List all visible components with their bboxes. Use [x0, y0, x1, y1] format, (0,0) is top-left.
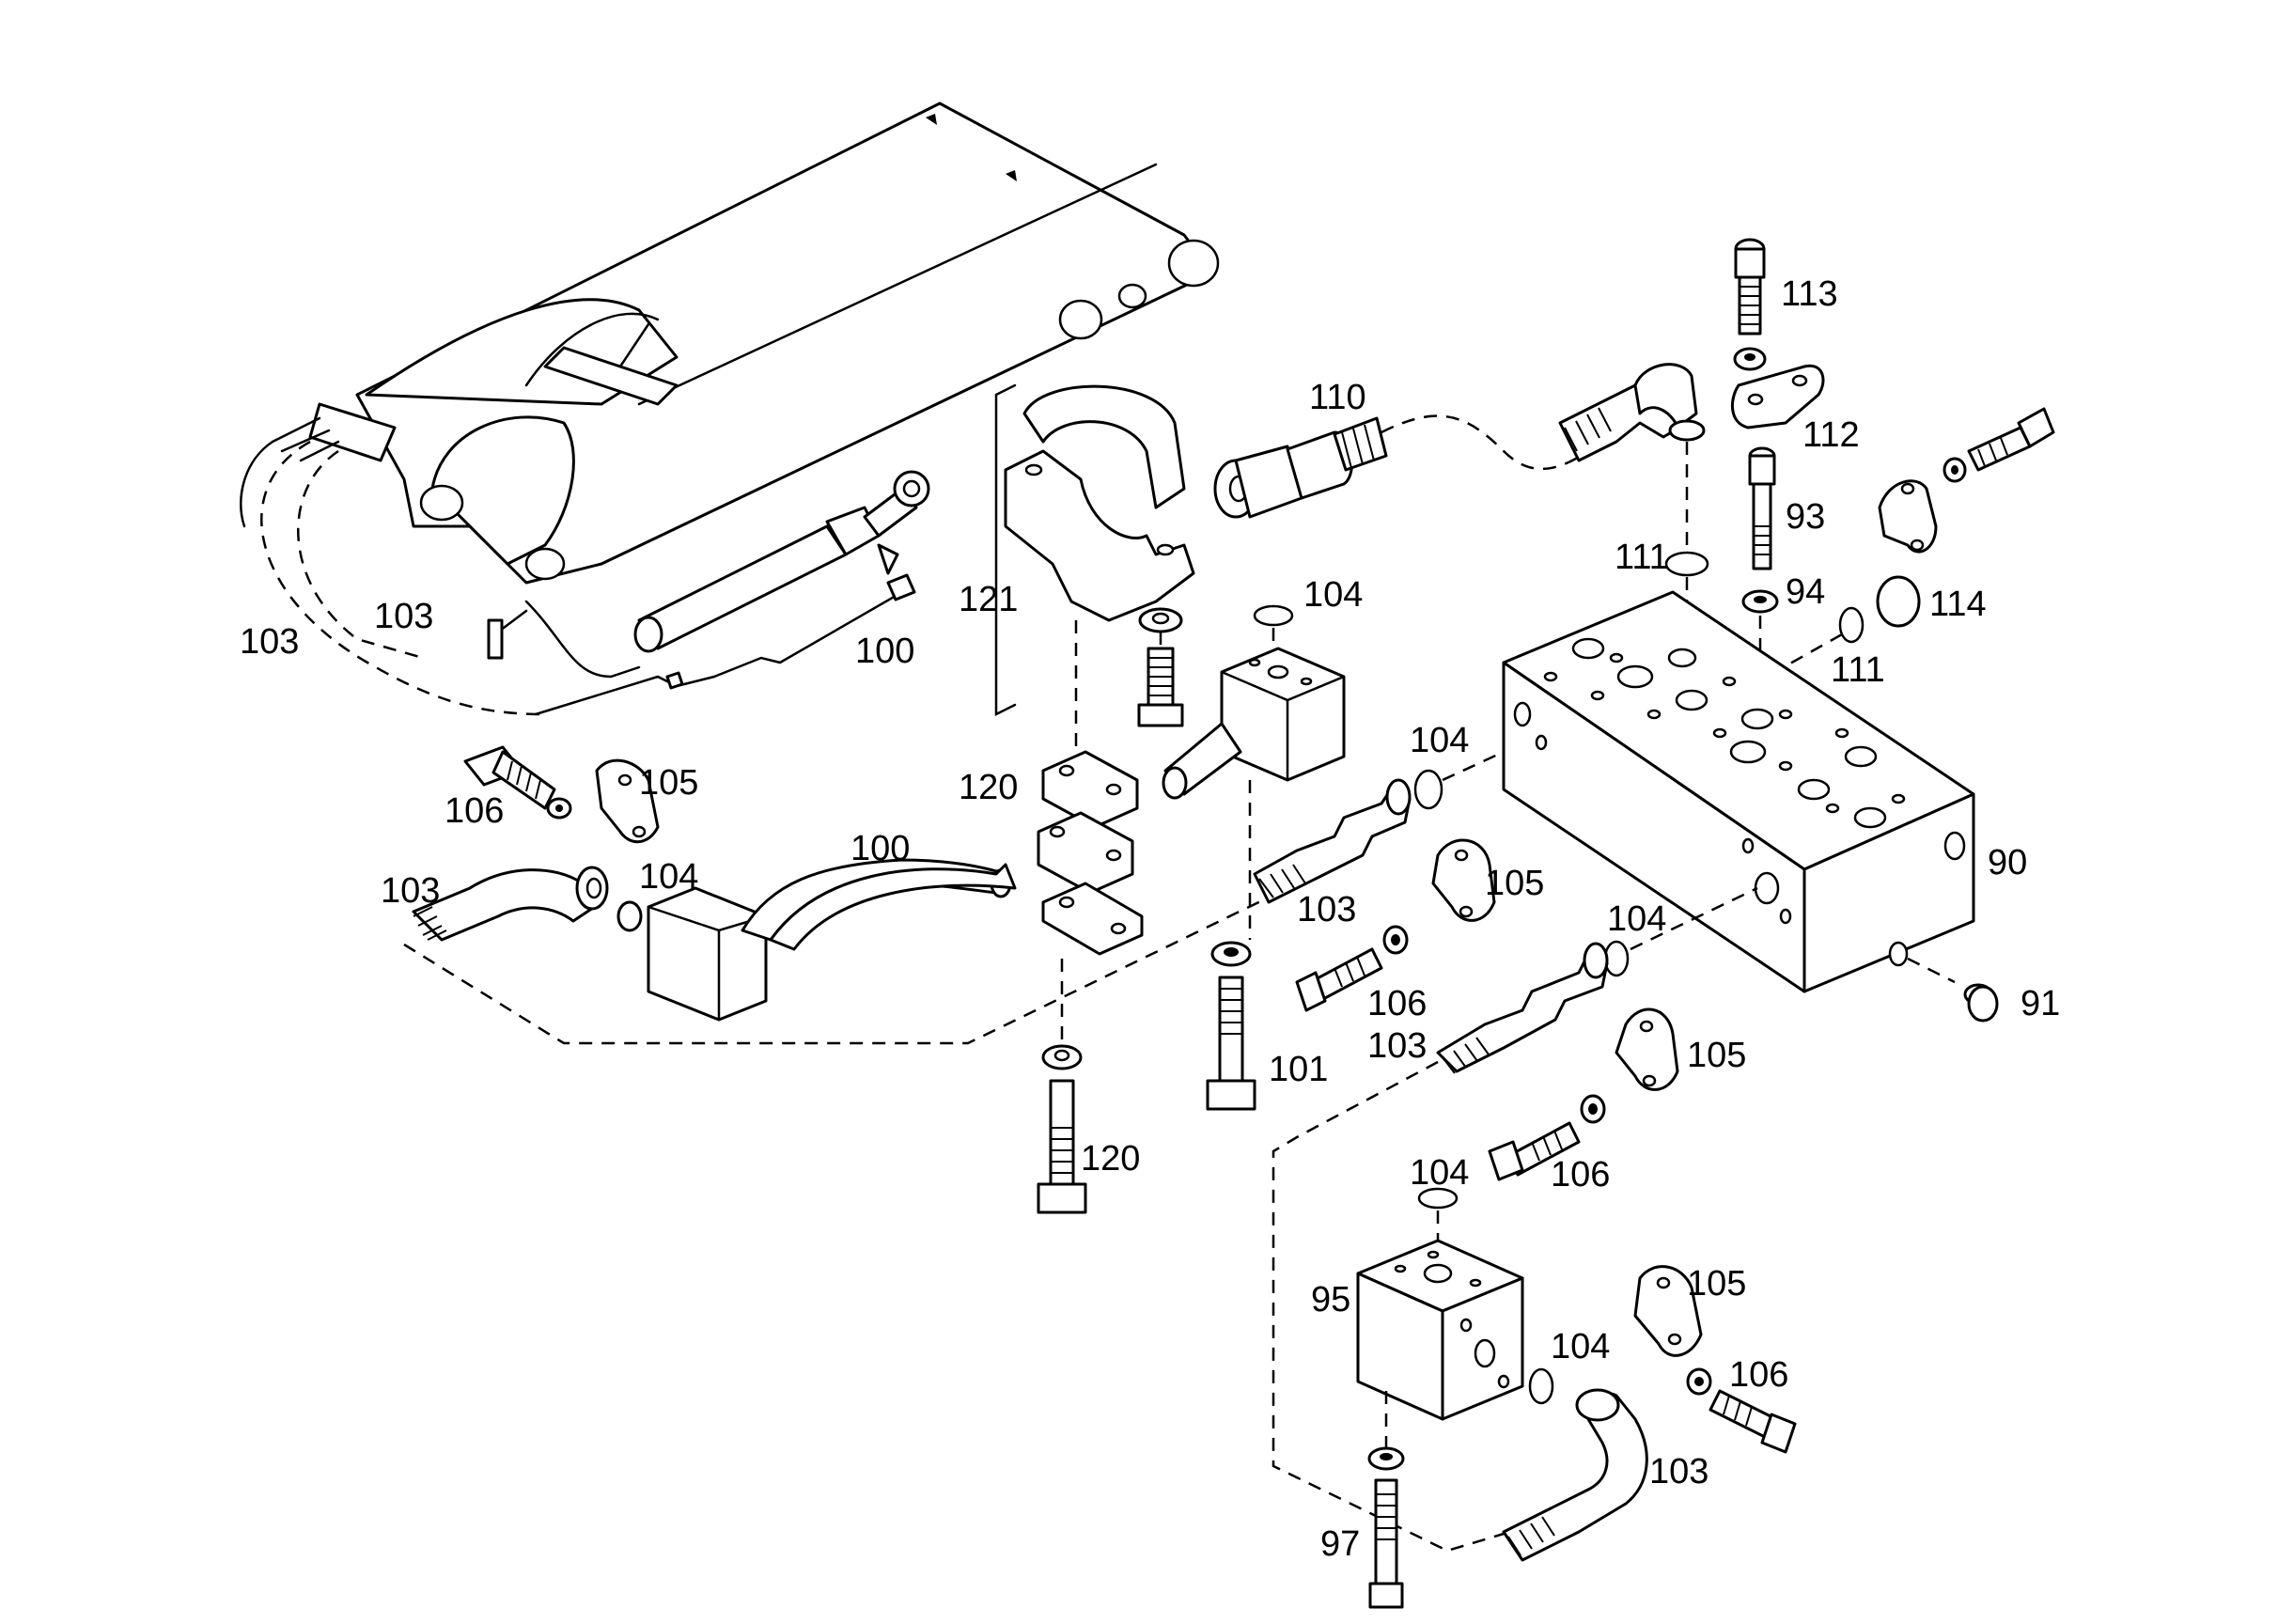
label-100-a: 100 — [855, 632, 914, 671]
label-104-d: 104 — [1607, 899, 1666, 939]
flange-clamp-105-right — [1615, 1007, 1679, 1091]
label-94: 94 — [1786, 572, 1825, 612]
bolt-113 — [1733, 238, 1767, 371]
flange-clamp-105-bottom — [1633, 1265, 1703, 1357]
label-103-f: 103 — [1649, 1452, 1708, 1491]
o-ring-104-f — [1528, 1367, 1554, 1405]
label-105-d: 105 — [1687, 1264, 1746, 1304]
label-90: 90 — [1988, 843, 2027, 882]
label-103-d: 103 — [1297, 890, 1356, 929]
bolt-106-bottom — [1686, 1367, 1797, 1454]
cable-100 — [769, 863, 1017, 951]
label-100-b: 100 — [850, 829, 910, 868]
wire-harness — [534, 573, 916, 716]
label-101: 101 — [1269, 1050, 1328, 1089]
clamp-121 — [994, 383, 1195, 727]
label-111-b: 111 — [1831, 650, 1885, 690]
flange-clamp-top-right — [1878, 479, 1938, 554]
label-95: 95 — [1311, 1280, 1350, 1320]
label-111-a: 111 — [1615, 538, 1669, 577]
o-ring-104-b — [1413, 769, 1443, 810]
boom-arm — [240, 102, 1220, 679]
bolt-106-left — [463, 745, 572, 820]
label-120-b: 120 — [1081, 1139, 1140, 1179]
hydraulic-cylinder — [633, 470, 930, 653]
flange-112 — [1730, 364, 1825, 429]
label-120-a: 120 — [959, 768, 1018, 807]
elbow-fitting-103-left — [412, 866, 643, 942]
o-ring-111-b — [1838, 606, 1865, 644]
o-ring-111-a — [1664, 551, 1709, 577]
cap-114 — [1876, 575, 1921, 628]
routing-line-103a — [260, 440, 546, 716]
label-106-d: 106 — [1729, 1355, 1788, 1395]
manifold-block-90 — [1502, 590, 1975, 993]
o-ring-104-d — [1603, 940, 1630, 977]
part-labels: 103 103 100 121 110 113 112 93 111 94 11… — [240, 274, 2060, 1564]
label-112: 112 — [1802, 415, 1860, 455]
label-97: 97 — [1320, 1524, 1360, 1564]
o-ring-104-e — [1417, 1187, 1459, 1210]
elbow-fitting-top-right — [1558, 363, 1706, 462]
routing-line-110 — [1381, 414, 1589, 471]
label-104-c: 104 — [639, 857, 698, 897]
label-110: 110 — [1309, 378, 1366, 417]
bolt-106-middle — [1295, 925, 1409, 1012]
label-91: 91 — [2021, 984, 2060, 1023]
flange-clamp-105-left — [595, 758, 660, 844]
label-105-a: 105 — [639, 763, 698, 803]
washer-94 — [1741, 589, 1779, 614]
bolt-97 — [1367, 1446, 1405, 1609]
flange-clamp-105-middle — [1431, 838, 1496, 922]
bolt-106-lower — [1488, 1094, 1606, 1181]
bolt-101 — [1206, 941, 1256, 1111]
plug-91 — [1963, 983, 1999, 1023]
label-114: 114 — [1929, 585, 1987, 624]
label-106-a: 106 — [445, 791, 504, 831]
adapter-block-104 — [1162, 604, 1346, 940]
label-104-a: 104 — [1303, 575, 1363, 615]
label-103-b: 103 — [374, 597, 433, 636]
label-103-c: 103 — [381, 871, 440, 911]
label-106-b: 106 — [1367, 984, 1427, 1023]
bolt-93 — [1748, 446, 1776, 570]
label-104-f: 104 — [1551, 1327, 1610, 1366]
fitting-110 — [1213, 416, 1388, 519]
label-93: 93 — [1786, 497, 1825, 537]
label-103-e: 103 — [1367, 1026, 1427, 1066]
routing-line-left — [403, 891, 1279, 1045]
hose-fitting-103-lower — [1436, 942, 1609, 1074]
label-104-b: 104 — [1410, 721, 1469, 760]
valve-block-95 — [1356, 1239, 1524, 1421]
hose-fitting-103-middle — [1253, 778, 1412, 904]
clamp-120 — [1037, 620, 1144, 1214]
label-104-e: 104 — [1410, 1153, 1469, 1193]
label-103-a: 103 — [240, 622, 299, 662]
label-106-c: 106 — [1551, 1155, 1610, 1195]
label-105-b: 105 — [1485, 864, 1544, 903]
label-121: 121 — [959, 580, 1018, 619]
routing-line-103b — [296, 449, 424, 660]
bolt-top-right — [1943, 407, 2055, 483]
label-105-c: 105 — [1687, 1036, 1746, 1075]
label-113: 113 — [1781, 274, 1838, 314]
elbow-fitting-103-lower-right — [1502, 1388, 1648, 1562]
routing-line-lower — [1272, 1060, 1542, 1553]
